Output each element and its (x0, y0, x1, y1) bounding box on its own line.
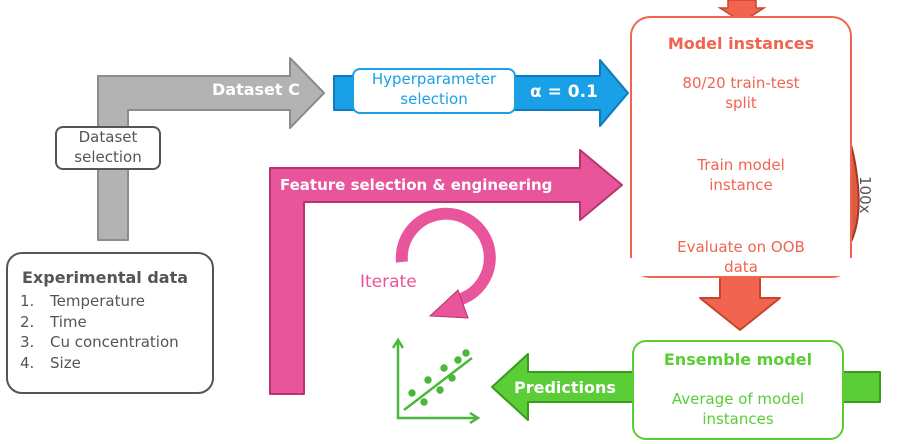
dataset-c-label: Dataset C (212, 80, 300, 99)
dataset-selection-line1: Dataset (78, 128, 138, 146)
model-step2-line2: instance (709, 176, 773, 194)
predictions-label: Predictions (514, 378, 616, 397)
hyperparameter-line1: Hyperparameter (371, 70, 497, 88)
red-top-arrow (717, 0, 767, 23)
ensemble-line1: Average of model (671, 390, 805, 408)
alpha-label: α = 0.1 (530, 82, 598, 102)
ensemble-model-box (632, 340, 844, 440)
list-item-4-num: 4. (20, 354, 35, 372)
pink-elbow-arrow (269, 149, 623, 395)
model-step3-line1: Evaluate on OOB (677, 238, 805, 256)
iterate-label: Iterate (360, 272, 417, 292)
list-item-3-label: Cu concentration (50, 333, 179, 351)
model-step3-line2: data (630, 258, 852, 276)
list-item-2-label: Time (50, 313, 87, 331)
experimental-data-box (6, 252, 214, 394)
scatter-plot-icon (391, 337, 481, 425)
list-item-4-label: Size (50, 354, 81, 372)
list-item-2-num: 2. (20, 313, 35, 331)
dataset-selection-box (55, 126, 161, 170)
model-step1-line2: split (725, 94, 757, 112)
model-step2-line1: Train model (697, 156, 785, 174)
model-step1-line1: 80/20 train-test (682, 74, 800, 92)
iterate-arrow (395, 207, 496, 306)
iterate-arrowhead (428, 289, 469, 319)
model-instances-box (630, 16, 852, 278)
hyperparameter-line2: selection (400, 90, 468, 108)
dataset-selection-line2: selection (74, 148, 142, 166)
red-down-arrow (699, 275, 781, 331)
loop-count-label: 100x (856, 176, 874, 214)
feature-selection-label: Feature selection & engineering (280, 176, 553, 194)
list-item-3-num: 3. (20, 333, 35, 351)
ensemble-line2: instances (702, 410, 774, 428)
gray-elbow-arrow (97, 57, 325, 241)
hyperparameter-box (352, 68, 516, 114)
list-item-1-num: 1. (20, 292, 35, 310)
list-item-1-label: Temperature (50, 292, 146, 310)
ensemble-title: Ensemble model (663, 350, 813, 369)
model-instances-title: Model instances (667, 34, 815, 53)
experimental-data-title: Experimental data (22, 268, 189, 287)
